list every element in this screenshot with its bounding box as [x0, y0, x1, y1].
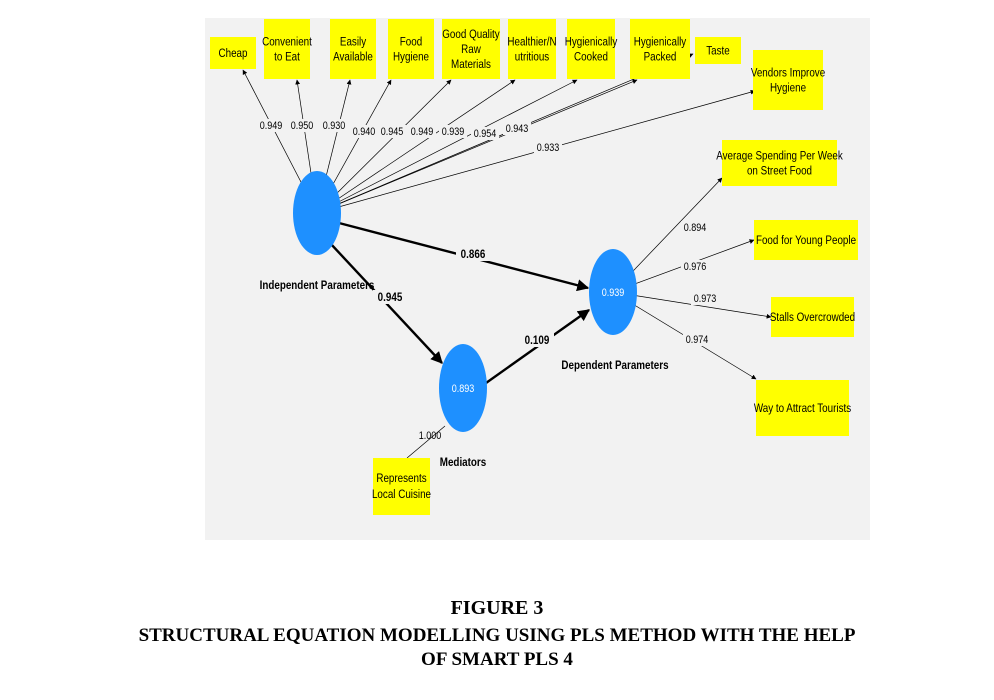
loading-bg [534, 141, 562, 154]
indicator-label-good-quality-raw-materials: Good Quality [442, 28, 500, 41]
indicator-box-food-hygiene [388, 19, 434, 79]
outer-loading-value: 0.974 [686, 334, 709, 346]
indicator-label-good-quality-raw-materials: Raw [461, 43, 481, 56]
path-coefficient-bg [456, 247, 490, 261]
loading-bg [471, 127, 499, 140]
indicator-label-hygienically-packed: Packed [644, 51, 677, 64]
indicator-label-cheap: Cheap [219, 47, 248, 60]
independent-link-hygienically-cooked [316, 79, 578, 214]
outer-loading-value: 0.939 [442, 126, 465, 138]
figure-caption-line-2: OF SMART PLS 4 [421, 649, 573, 670]
outer-loading-value: 0.940 [353, 126, 376, 138]
indicator-box-good-quality-raw-materials [442, 19, 500, 79]
indicator-label-food-hygiene: Hygiene [393, 51, 429, 64]
outer-loading-value: 0.930 [323, 120, 346, 132]
indicator-box-easily-available [330, 19, 376, 79]
figure-caption-line-1: STRUCTURAL EQUATION MODELLING USING PLS … [138, 625, 856, 646]
independent-link-hygienically-packed [316, 79, 638, 214]
indicator-box-healthier-n-utritious [508, 19, 556, 79]
indicator-box-vendors-improve-hygiene [753, 50, 823, 110]
construct-r2-mediators: 0.893 [452, 383, 475, 395]
construct-dependent-parameters [589, 249, 637, 335]
indicator-box-way-to-attract-tourists [756, 380, 849, 436]
outer-loading-value: 0.894 [684, 222, 707, 234]
construct-layer: 0.893 0.939 [293, 171, 637, 432]
indicator-box-hygienically-cooked [567, 19, 615, 79]
indicator-label-convenient-to-eat: Convenient [262, 36, 312, 49]
loading-bg [378, 125, 406, 138]
loading-bg [257, 119, 285, 132]
loading-bg [350, 125, 378, 138]
path-coefficient-mediators-to-dependent-parameters: 0.109 [525, 334, 550, 347]
outer-loading-value: 1.000 [419, 430, 442, 442]
indicator-box-represents-local-cuisine [373, 458, 430, 515]
indicator-label-convenient-to-eat: to Eat [274, 51, 300, 64]
outer-loading-value: 0.973 [694, 293, 717, 305]
path-coefficient-bg [520, 333, 554, 347]
outer-loading-value: 0.943 [506, 123, 529, 135]
loading-bg [681, 260, 709, 273]
loading-bg [503, 122, 531, 135]
indicator-label-hygienically-cooked: Cooked [574, 51, 608, 64]
indicator-box-stalls-overcrowded [771, 297, 854, 337]
indicator-label-food-for-young-people: Food for Young People [756, 234, 856, 247]
loading-bg [408, 125, 436, 138]
path-coefficient-bg [373, 290, 407, 304]
loading-bg [691, 292, 719, 305]
indicator-label-easily-available: Available [333, 51, 373, 64]
indicator-label-hygienically-cooked: Hygienically [565, 36, 618, 49]
outer-loading-value: 0.954 [474, 128, 497, 140]
loading-bg [439, 125, 467, 138]
construct-label-independent-parameters: Independent Parameters [260, 279, 375, 292]
loading-bg [288, 119, 316, 132]
loading-bg [683, 333, 711, 346]
indicator-label-taste: Taste [706, 45, 730, 58]
independent-link-healthier-n-utritious [316, 79, 516, 214]
outer-loading-value: 0.945 [381, 126, 404, 138]
independent-link-good-quality-raw-materials [316, 79, 452, 214]
indicator-box-convenient-to-eat [264, 19, 310, 79]
indicator-box-taste [695, 37, 741, 64]
indicator-label-healthier-n-utritious: utritious [515, 51, 550, 64]
outer-loading-value: 0.949 [260, 120, 283, 132]
figure-caption: STRUCTURAL EQUATION MODELLING USING PLS … [0, 624, 994, 672]
figure-number: FIGURE 3 [450, 597, 544, 619]
loading-bg [681, 221, 709, 234]
label-layer: 0.949 0.950 0.930 0.940 0.945 0.949 0.939 0.954… [257, 119, 719, 469]
indicator-label-way-to-attract-tourists: Way to Attract Tourists [754, 402, 852, 415]
indicator-label-food-hygiene: Food [400, 36, 422, 49]
indicator-box-cheap [210, 37, 256, 69]
construct-mediators [439, 344, 487, 432]
indicator-label-healthier-n-utritious: Healthier/N [507, 36, 556, 49]
mediator-link-represents-local-cuisine [406, 425, 446, 459]
indicator-label-hygienically-packed: Hygienically [634, 36, 687, 49]
loading-bg [320, 119, 348, 132]
indicator-label-represents-local-cuisine: Represents [376, 472, 427, 485]
indicator-label-average-spending-per-week-on-street-food: on Street Food [747, 165, 812, 178]
path-coefficient-independent-parameters-to-mediators: 0.945 [378, 291, 403, 304]
outer-loading-value: 0.950 [291, 120, 314, 132]
indicator-label-vendors-improve-hygiene: Hygiene [770, 82, 806, 95]
indicator-label-represents-local-cuisine: Local Cuisine [372, 488, 431, 501]
outer-loading-value: 0.976 [684, 261, 707, 273]
construct-label-dependent-parameters: Dependent Parameters [561, 359, 668, 372]
indicator-label-stalls-overcrowded: Stalls Overcrowded [770, 311, 855, 324]
path-coefficient-independent-parameters-to-dependent-parameters: 0.866 [461, 248, 486, 261]
outer-loading-value: 0.933 [537, 142, 560, 154]
indicator-box-average-spending-per-week-on-street-food [722, 140, 837, 186]
construct-label-mediators: Mediators [440, 456, 486, 469]
indicator-label-good-quality-raw-materials: Materials [451, 58, 491, 71]
indicator-label-easily-available: Easily [340, 36, 367, 49]
construct-r2-dependent-parameters: 0.939 [602, 287, 625, 299]
outer-loading-value: 0.949 [411, 126, 434, 138]
indicator-label-vendors-improve-hygiene: Vendors Improve [751, 67, 825, 80]
indicator-box-food-for-young-people [754, 220, 858, 260]
indicator-box-hygienically-packed [630, 19, 690, 79]
construct-independent-parameters [293, 171, 341, 255]
indicator-label-average-spending-per-week-on-street-food: Average Spending Per Week [716, 150, 843, 163]
